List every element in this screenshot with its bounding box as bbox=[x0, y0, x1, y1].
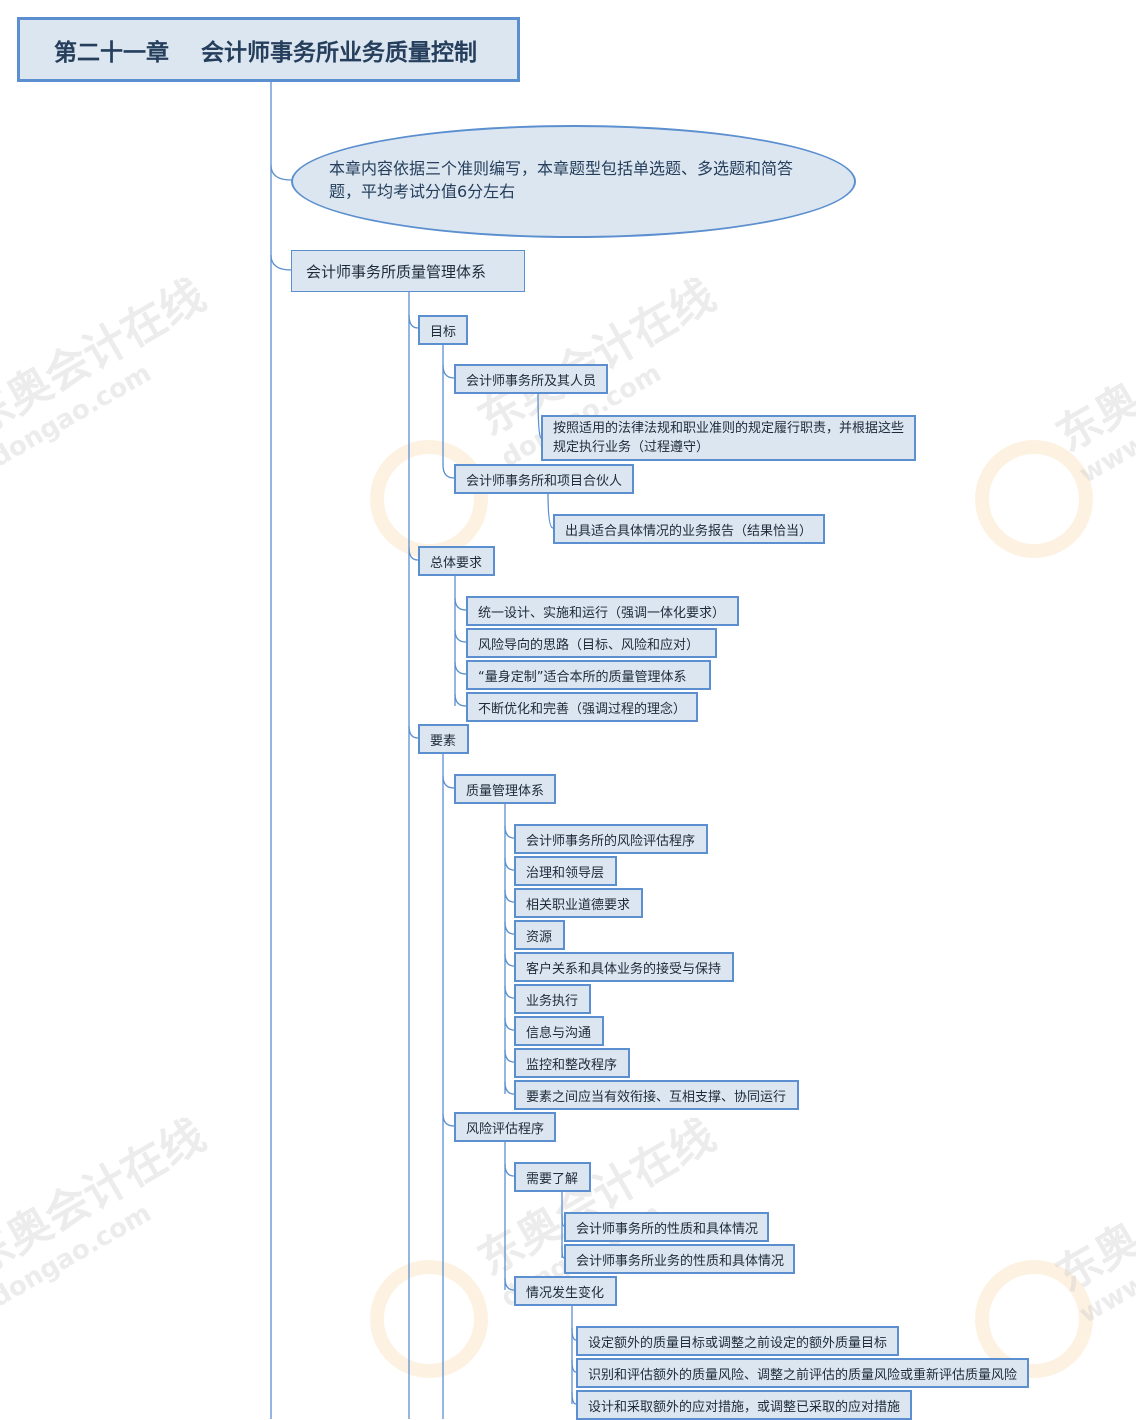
chapter-summary[interactable]: 本章内容依据三个准则编写，本章题型包括单选题、多选题和简答题，平均考试分值6分左… bbox=[291, 125, 856, 238]
node-qms-item[interactable]: 信息与沟通 bbox=[514, 1016, 604, 1046]
node-qms-item[interactable]: 治理和领导层 bbox=[514, 856, 617, 886]
node-qms-item[interactable]: 监控和整改程序 bbox=[514, 1048, 630, 1078]
node-understand-item[interactable]: 会计师事务所业务的性质和具体情况 bbox=[564, 1244, 795, 1274]
node-general-requirements[interactable]: 总体要求 bbox=[418, 546, 495, 576]
node-general-item[interactable]: “量身定制”适合本所的质量管理体系 bbox=[466, 660, 711, 690]
node-elements[interactable]: 要素 bbox=[418, 724, 469, 754]
node-firm-and-personnel[interactable]: 会计师事务所及其人员 bbox=[454, 364, 608, 394]
node-qms[interactable]: 质量管理体系 bbox=[454, 774, 556, 804]
node-need-to-understand[interactable]: 需要了解 bbox=[514, 1162, 591, 1192]
node-goal[interactable]: 目标 bbox=[418, 315, 468, 345]
node-qms-item[interactable]: 会计师事务所的风险评估程序 bbox=[514, 824, 708, 854]
node-general-item[interactable]: 风险导向的思路（目标、风险和应对） bbox=[466, 628, 717, 658]
chapter-title[interactable]: 第二十一章 会计师事务所业务质量控制 bbox=[17, 17, 520, 82]
node-general-item[interactable]: 不断优化和完善（强调过程的理念） bbox=[466, 692, 698, 722]
node-change-item[interactable]: 设定额外的质量目标或调整之前设定的额外质量目标 bbox=[576, 1326, 899, 1356]
node-circumstances-change[interactable]: 情况发生变化 bbox=[514, 1276, 617, 1306]
node-qms-item[interactable]: 资源 bbox=[514, 920, 565, 950]
node-qms-item[interactable]: 相关职业道德要求 bbox=[514, 888, 643, 918]
node-firm-and-partner[interactable]: 会计师事务所和项目合伙人 bbox=[454, 464, 634, 494]
node-change-item[interactable]: 识别和评估额外的质量风险、调整之前评估的质量风险或重新评估质量风险 bbox=[576, 1358, 1029, 1388]
node-qms-item[interactable]: 客户关系和具体业务的接受与保持 bbox=[514, 952, 734, 982]
node-firm-and-personnel-detail[interactable]: 按照适用的法律法规和职业准则的规定履行职责，并根据这些规定执行业务（过程遵守） bbox=[541, 415, 916, 461]
node-understand-item[interactable]: 会计师事务所的性质和具体情况 bbox=[564, 1212, 769, 1242]
node-change-item[interactable]: 设计和采取额外的应对措施，或调整已采取的应对措施 bbox=[576, 1390, 912, 1420]
node-quality-management-system[interactable]: 会计师事务所质量管理体系 bbox=[291, 250, 525, 292]
node-risk-assessment[interactable]: 风险评估程序 bbox=[454, 1112, 556, 1142]
node-qms-item[interactable]: 业务执行 bbox=[514, 984, 591, 1014]
node-general-item[interactable]: 统一设计、实施和运行（强调一体化要求） bbox=[466, 596, 739, 626]
node-qms-item[interactable]: 要素之间应当有效衔接、互相支撑、协同运行 bbox=[514, 1080, 799, 1110]
node-firm-and-partner-detail[interactable]: 出具适合具体情况的业务报告（结果恰当） bbox=[553, 514, 825, 544]
